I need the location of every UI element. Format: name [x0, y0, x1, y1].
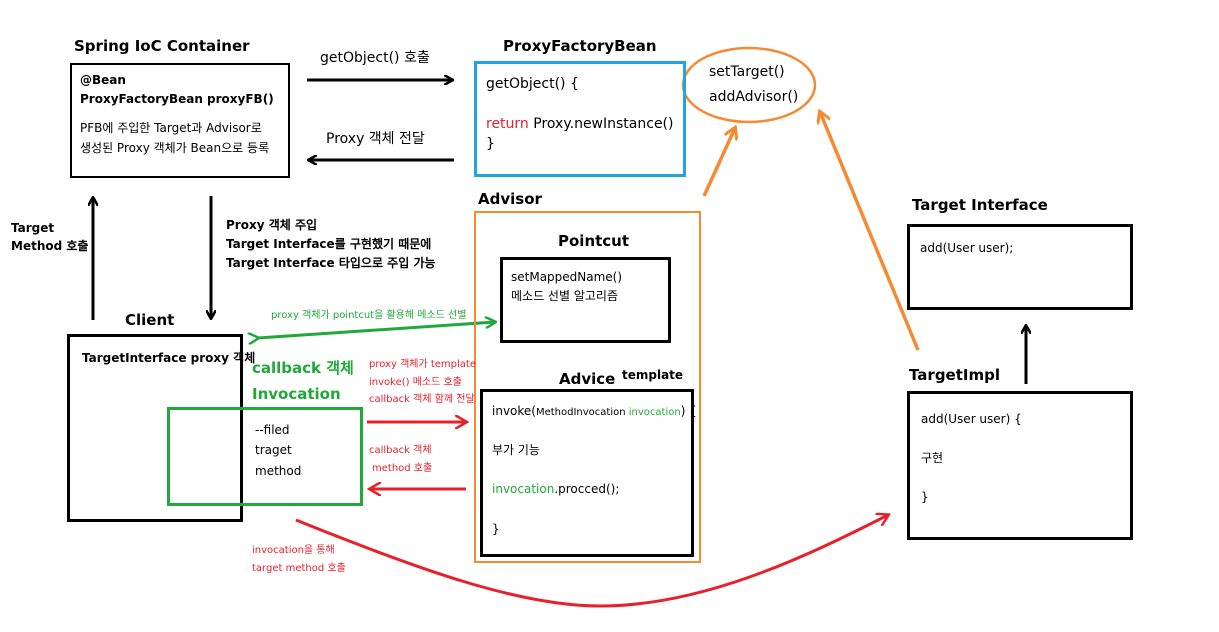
advice-line-invoke: invoke(MethodInvocation invocation) { [492, 402, 697, 421]
spring-line-desc2: 생성된 Proxy 객체가 Bean으로 등록 [80, 140, 270, 155]
pointcut-line1: setMappedName() [511, 270, 623, 284]
ellipse-set-target: setTarget() [709, 64, 785, 80]
arrow-advisor-to-proxyfactory [702, 128, 735, 197]
invocation-title-line1: callback 객체 [252, 359, 354, 377]
target-method-call-line1: Target [11, 221, 55, 235]
pfb-return-keyword: return [486, 116, 529, 132]
advice-proceed-object: invocation [492, 482, 555, 497]
spring-line-method: ProxyFactoryBean proxyFB() [80, 92, 274, 107]
target-interface-box: add(User user); [907, 224, 1133, 310]
template-call-line1: proxy 객체가 template [369, 359, 476, 370]
spring-line-desc1: PFB에 주입한 Target과 Advisor로 [80, 121, 262, 136]
client-box: TargetInterface proxy 객체 [67, 334, 255, 522]
invocation-target-line1: invocation을 통해 [252, 545, 335, 556]
template-call-label: proxy 객체가 template invoke() 메소드 호출 callb… [369, 356, 476, 409]
spring-line-bean: @Bean [80, 73, 126, 87]
invocation-title: callback 객체 Invocation [252, 356, 354, 407]
client-title: Client [125, 311, 175, 329]
advice-line-feature: 부가 기능 [492, 443, 540, 458]
target-method-call-label: Target Method 호출 [11, 219, 88, 255]
target-interface-line1: add(User user); [920, 241, 1014, 255]
template-call-line2: invoke() 메소드 호출 [369, 376, 462, 388]
invocation-field-method: method [255, 463, 302, 478]
pointcut-title: Pointcut [558, 232, 630, 250]
pointcut-box: setMappedName() 메소드 선별 알고리즘 [500, 257, 671, 343]
target-impl-line2: 구현 [921, 451, 944, 466]
client-line1: TargetInterface proxy 객체 [82, 349, 255, 368]
spring-container-title: Spring IoC Container [74, 37, 250, 55]
proxy-inject-label: Proxy 객체 주입 Target Interface를 구현했기 때문에 T… [226, 216, 436, 274]
pointcut-line2: 메소드 선별 알고리즘 [511, 289, 618, 304]
pfb-line-return: return Proxy.newInstance() [486, 116, 674, 132]
callback-call-line2: method 호출 [372, 462, 433, 474]
invocation-box: --filed traget method [167, 407, 363, 506]
target-impl-title: TargetImpl [909, 366, 1000, 384]
spring-container-box: @Bean ProxyFactoryBean proxyFB() PFB에 주입… [70, 63, 290, 178]
proxyfactory-config-ellipse [681, 46, 817, 124]
arrow-invocation-target-call [295, 515, 888, 608]
invocation-target-line2: target method 호출 [252, 562, 346, 574]
advisor-title: Advisor [478, 190, 542, 208]
callback-call-line1: callback 객체 [369, 445, 432, 456]
proxyfactorybean-box: getObject() { return Proxy.newInstance()… [474, 61, 686, 177]
proxy-pass-label: Proxy 객체 전달 [326, 131, 425, 147]
invocation-field-target: traget [255, 443, 292, 458]
pfb-return-expr: Proxy.newInstance() [528, 116, 674, 132]
pfb-line-getobject: getObject() { [486, 76, 579, 92]
advice-proceed-call: .procced(); [554, 482, 620, 497]
get-object-call-label: getObject() 호출 [320, 50, 430, 66]
advice-invoke-param-type: MethodInvocation [535, 407, 629, 418]
invocation-target-label: invocation을 통해 target method 호출 [252, 542, 346, 577]
advice-title: Advice [559, 370, 616, 388]
advice-box: invoke(MethodInvocation invocation) { 부가… [480, 389, 697, 557]
target-method-call-line2: Method 호출 [11, 239, 89, 253]
client-proxy-object: TargetInterface proxy 객체 [82, 351, 256, 365]
advice-line-proceed: invocation.procced(); [492, 480, 682, 499]
pointcut-select-label: proxy 객체가 pointcut을 활용해 메소드 선별 [271, 310, 467, 321]
pfb-line-close: } [486, 136, 495, 152]
advice-invoke-suffix: ) { [680, 404, 697, 418]
target-impl-box: add(User user) { 구현 } [907, 391, 1133, 540]
advice-line-close: } [492, 521, 500, 536]
invocation-title-line2: Invocation [252, 384, 341, 403]
proxy-inject-line2: Target Interface를 구현했기 때문에 [226, 237, 432, 252]
advisor-box [474, 211, 701, 563]
arrow-targetimpl-to-proxyfactory [820, 112, 920, 351]
callback-call-label: callback 객체 method 호출 [369, 442, 432, 477]
advice-invoke-prefix: invoke( [492, 404, 536, 418]
advice-invoke-param-name: invocation [628, 407, 681, 418]
proxyfactorybean-title: ProxyFactoryBean [503, 37, 657, 55]
arrow-pointcut-select [258, 322, 495, 338]
proxy-inject-line1: Proxy 객체 주입 [226, 218, 318, 232]
target-impl-line1: add(User user) { [921, 412, 1022, 426]
ellipse-add-advisor: addAdvisor() [709, 89, 799, 105]
template-call-line3: callback 객체 함께 전달 [369, 394, 475, 405]
proxy-inject-line3: Target Interface 타입으로 주입 가능 [226, 256, 436, 271]
invocation-field-label: --filed [255, 423, 290, 437]
target-interface-title: Target Interface [912, 196, 1048, 214]
advice-template-label: template [622, 368, 684, 382]
target-impl-line3: } [921, 490, 929, 505]
